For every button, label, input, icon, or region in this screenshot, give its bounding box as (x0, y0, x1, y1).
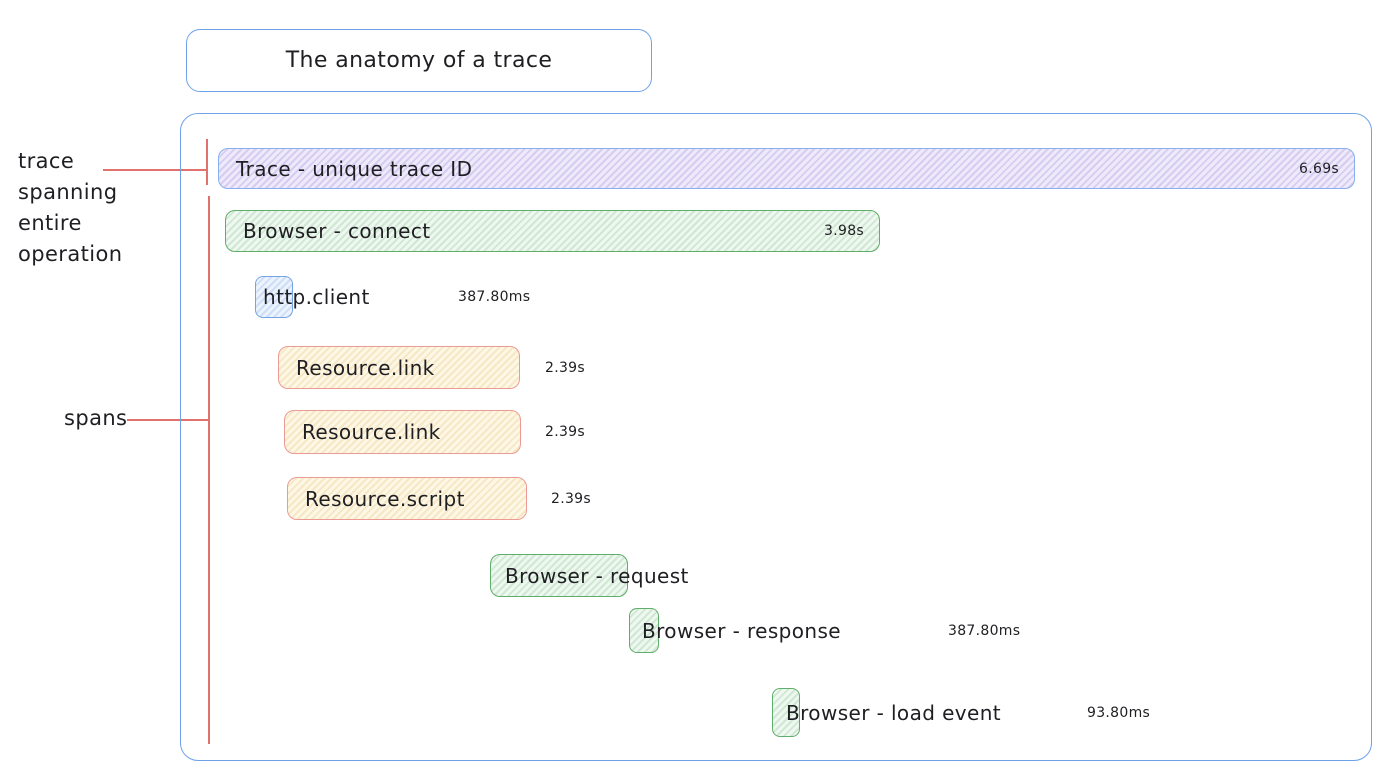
span-duration: 3.98s (824, 223, 864, 239)
trace-annotation-line-1: trace (18, 149, 75, 173)
trace-bracket-tick (206, 139, 208, 185)
span-label: Browser - load event (786, 700, 1002, 725)
trace-annotation-line-4: operation (18, 242, 123, 266)
span-duration: 2.39s (545, 424, 585, 440)
span-duration: 93.80ms (1087, 704, 1151, 721)
trace-pointer-line (103, 169, 207, 171)
span-duration: 387.80ms (948, 622, 1021, 639)
span-duration: 2.39s (545, 359, 585, 376)
span-label: Browser - response (642, 618, 842, 643)
span-duration: 387.80ms (458, 289, 531, 305)
span-label: Browser - request (505, 563, 689, 588)
span-bar-trace: Trace - unique trace ID 6.69s (218, 148, 1355, 189)
span-duration: 6.69s (1299, 160, 1339, 177)
spans-pointer-line (127, 419, 209, 421)
span-duration: 2.39s (551, 490, 591, 507)
diagram-title: The anatomy of a trace (285, 48, 553, 73)
span-bar-browser-connect: Browser - connect 3.98s (225, 210, 880, 252)
trace-annotation-line-3: entire (18, 211, 82, 235)
span-label: Resource.link (296, 355, 435, 380)
spans-annotation: spans (64, 406, 128, 430)
trace-container (180, 113, 1372, 761)
trace-annotation: trace spanning entire operation (18, 146, 122, 270)
trace-annotation-line-2: spanning (18, 180, 118, 204)
span-bar-resource-link-1: Resource.link (278, 346, 520, 389)
span-bar-browser-request (490, 554, 628, 597)
span-bar-browser-load-event (772, 688, 800, 737)
span-label: Resource.link (302, 420, 441, 444)
span-label: Resource.script (305, 486, 465, 511)
spans-bracket-line (208, 196, 210, 744)
title-box: The anatomy of a trace (186, 29, 652, 92)
span-bar-browser-response (629, 608, 659, 653)
span-bar-resource-script: Resource.script (287, 477, 527, 520)
span-label: Trace - unique trace ID (236, 156, 473, 181)
span-label: Browser - connect (243, 219, 431, 243)
span-label: http.client (263, 285, 370, 309)
span-bar-resource-link-2: Resource.link (284, 410, 521, 454)
span-bar-http-client (255, 276, 293, 318)
